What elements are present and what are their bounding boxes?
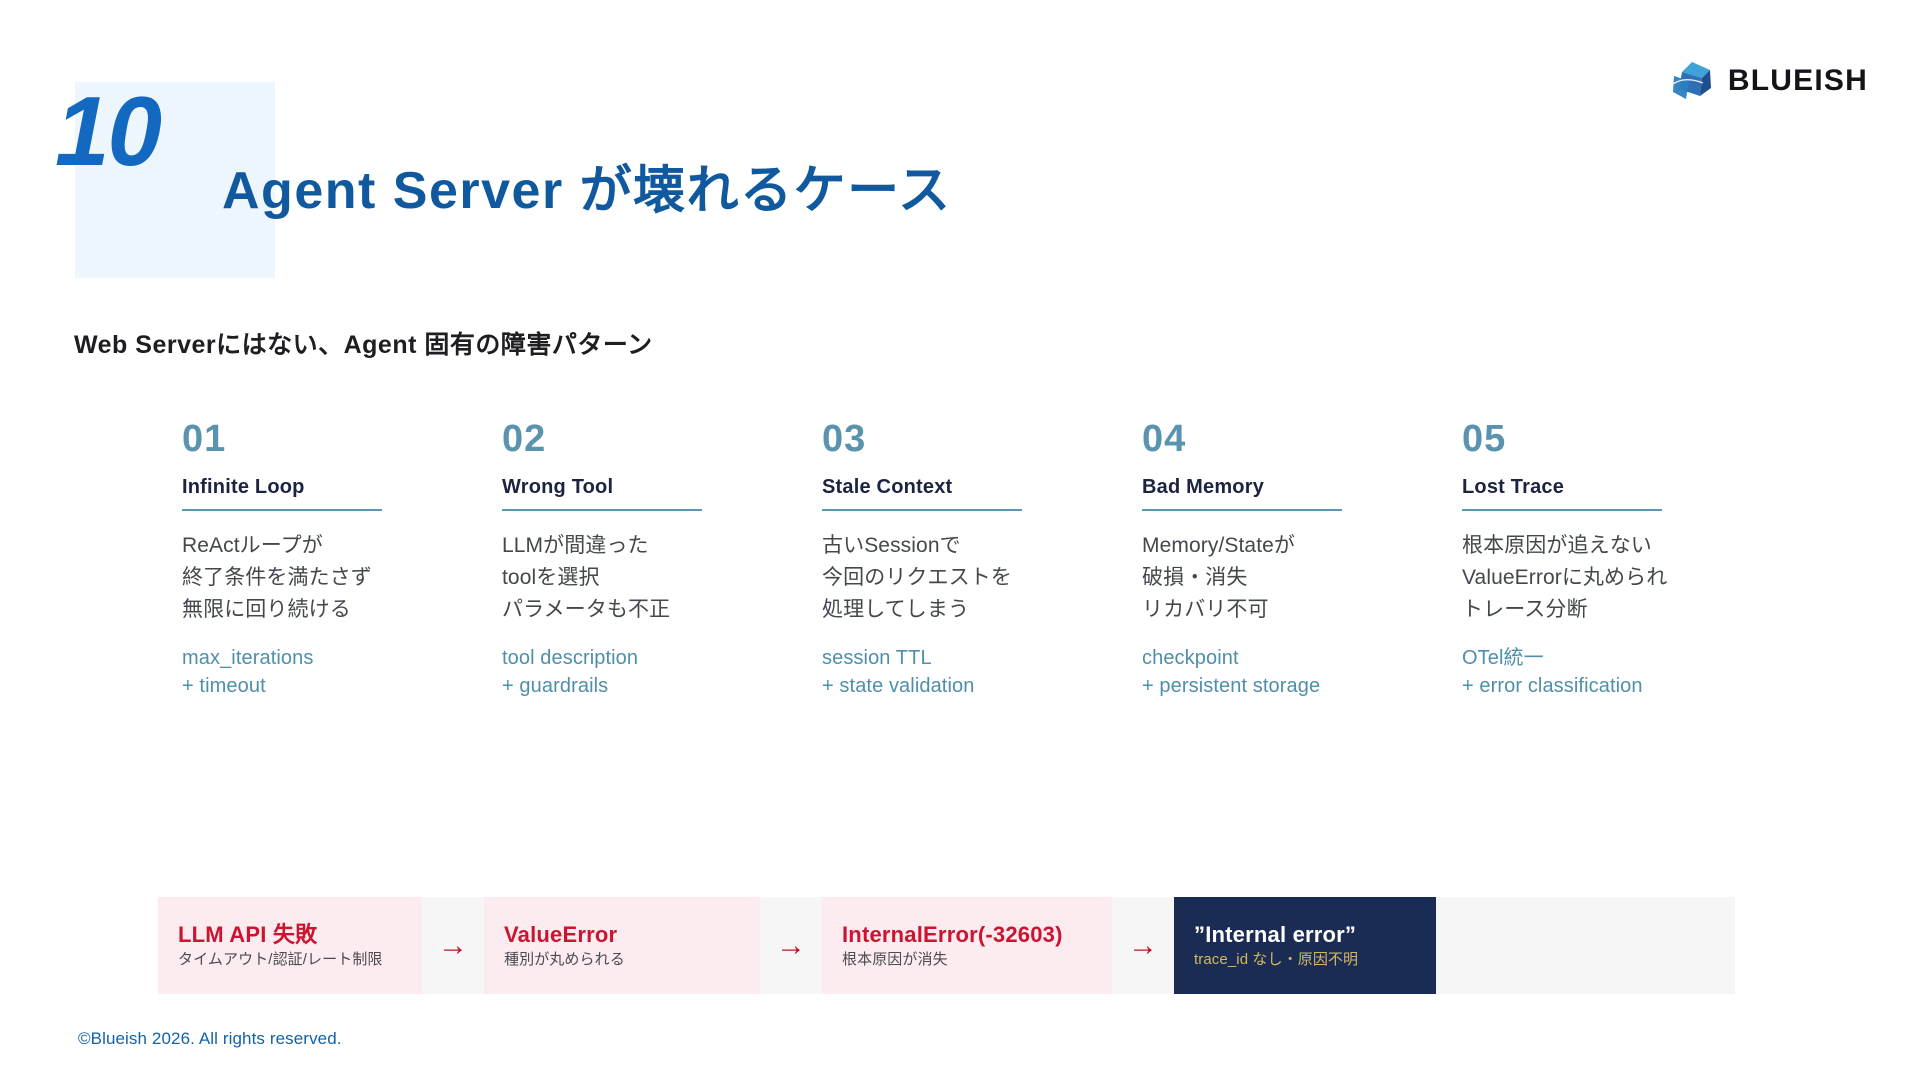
flow-step-2: ValueError 種別が丸められる <box>484 897 760 994</box>
arrow-right-icon: → <box>438 928 468 962</box>
pattern-column-04: 04 Bad Memory Memory/Stateが 破損・消失 リカバリ不可… <box>1142 420 1462 701</box>
slide-header: 10 Agent Server が壊れるケース BLUEISH <box>0 0 1920 300</box>
pattern-description: 古いSessionで 今回のリクエストを 処理してしまう <box>822 534 1012 621</box>
flow-step-subtitle: タイムアウト/認証/レート制限 <box>178 951 383 969</box>
pattern-number: 05 <box>1462 418 1507 460</box>
section-subtitle: Web Serverにはない、Agent 固有の障害パターン <box>74 331 653 359</box>
pattern-mitigation: checkpoint + persistent storage <box>1142 646 1321 698</box>
pattern-title: Stale Context <box>822 476 953 498</box>
arrow-right-icon: → <box>1128 928 1158 962</box>
flow-step-4: ”Internal error” trace_id なし・原因不明 <box>1174 897 1436 994</box>
pattern-description: LLMが間違った toolを選択 パラメータも不正 <box>502 534 671 621</box>
brand-logo: BLUEISH <box>1669 58 1868 104</box>
flow-trailing-space <box>1436 897 1735 994</box>
error-propagation-flow: LLM API 失敗 タイムアウト/認証/レート制限 → ValueError … <box>158 897 1735 994</box>
pattern-mitigation: session TTL + state validation <box>822 646 975 698</box>
flow-step-subtitle: 種別が丸められる <box>504 951 625 969</box>
blue-cube-icon <box>1669 58 1715 104</box>
pattern-divider <box>182 509 382 511</box>
pattern-description: Memory/Stateが 破損・消失 リカバリ不可 <box>1142 534 1296 621</box>
pattern-column-02: 02 Wrong Tool LLMが間違った toolを選択 パラメータも不正 … <box>502 420 822 701</box>
pattern-title: Wrong Tool <box>502 476 614 498</box>
pattern-title: Lost Trace <box>1462 476 1565 498</box>
pattern-number: 01 <box>182 418 227 460</box>
flow-step-subtitle: 根本原因が消失 <box>842 951 948 969</box>
pattern-divider <box>1462 509 1662 511</box>
pattern-mitigation: tool description + guardrails <box>502 646 639 698</box>
pattern-number: 04 <box>1142 418 1187 460</box>
logo-wordmark: BLUEISH <box>1727 64 1868 97</box>
flow-step-title: LLM API 失敗 <box>178 921 318 947</box>
flow-step-3: InternalError(-32603) 根本原因が消失 <box>822 897 1112 994</box>
pattern-divider <box>822 509 1022 511</box>
pattern-title: Bad Memory <box>1142 476 1265 498</box>
pattern-column-05: 05 Lost Trace 根本原因が追えない ValueErrorに丸められ … <box>1462 420 1782 701</box>
pattern-description: 根本原因が追えない ValueErrorに丸められ トレース分断 <box>1462 534 1668 621</box>
title-accent-box <box>75 82 275 278</box>
page-title: Agent Server が壊れるケース <box>222 162 952 220</box>
flow-step-title: ValueError <box>504 921 618 947</box>
flow-step-1: LLM API 失敗 タイムアウト/認証/レート制限 <box>158 897 422 994</box>
pattern-column-03: 03 Stale Context 古いSessionで 今回のリクエストを 処理… <box>822 420 1142 701</box>
flow-step-subtitle: trace_id なし・原因不明 <box>1194 951 1359 969</box>
failure-pattern-columns: 01 Infinite Loop ReActループが 終了条件を満たさず 無限に… <box>182 420 1782 701</box>
pattern-description: ReActループが 終了条件を満たさず 無限に回り続ける <box>182 534 372 621</box>
pattern-divider <box>502 509 702 511</box>
pattern-column-01: 01 Infinite Loop ReActループが 終了条件を満たさず 無限に… <box>182 420 502 701</box>
pattern-mitigation: OTel統一 + error classification <box>1462 646 1643 698</box>
arrow-right-icon: → <box>776 928 806 962</box>
slide-number: 10 <box>55 76 162 186</box>
copyright-footer: ©Blueish 2026. All rights reserved. <box>78 1029 342 1048</box>
pattern-number: 03 <box>822 418 867 460</box>
pattern-mitigation: max_iterations + timeout <box>182 646 314 698</box>
pattern-divider <box>1142 509 1342 511</box>
flow-step-title: ”Internal error” <box>1194 921 1357 947</box>
pattern-title: Infinite Loop <box>182 476 305 498</box>
pattern-number: 02 <box>502 418 547 460</box>
flow-step-title: InternalError(-32603) <box>842 921 1063 947</box>
